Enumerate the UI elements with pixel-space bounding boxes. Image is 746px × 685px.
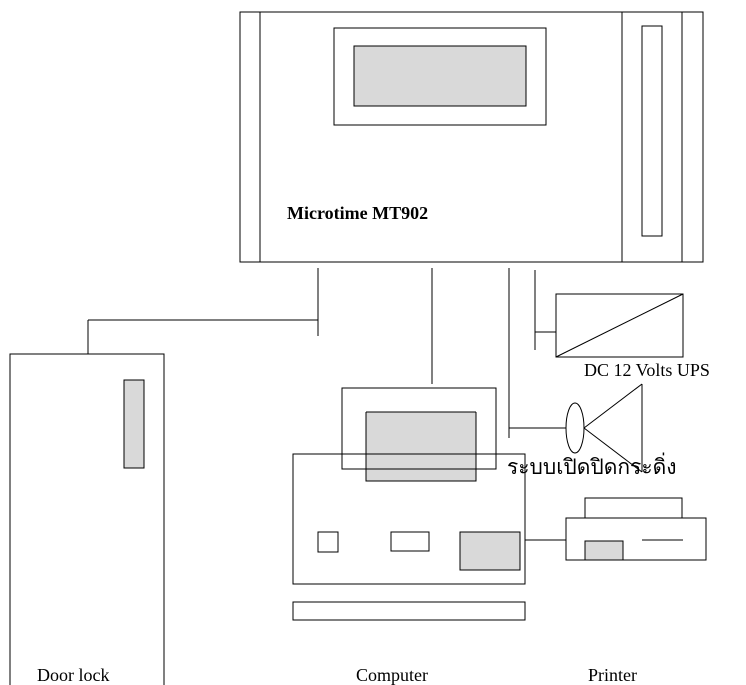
printer-icon xyxy=(565,497,707,561)
display-screen xyxy=(353,45,527,107)
computer-button xyxy=(317,531,339,553)
ups-label: DC 12 Volts UPS xyxy=(584,360,710,380)
keyboard xyxy=(292,601,526,621)
door-lock-icon xyxy=(9,353,165,685)
bell-label: ระบบเปิดปิดกระดิ่ง xyxy=(507,452,677,479)
printer-label: Printer xyxy=(588,665,637,685)
computer-label: Computer xyxy=(356,665,428,685)
microtime-unit xyxy=(239,11,704,263)
main-unit-card-slot xyxy=(641,25,663,237)
ups-wire xyxy=(534,270,556,350)
device-title: Microtime MT902 xyxy=(287,203,428,223)
monitor-screen xyxy=(365,453,477,482)
ups-box xyxy=(555,293,684,358)
computer-panel xyxy=(459,531,521,571)
door-lock-label: Door lock xyxy=(37,665,109,685)
bell-icon xyxy=(565,383,643,473)
computer-icon xyxy=(292,387,526,621)
bell-wire xyxy=(508,268,566,438)
computer-drive xyxy=(390,531,430,552)
